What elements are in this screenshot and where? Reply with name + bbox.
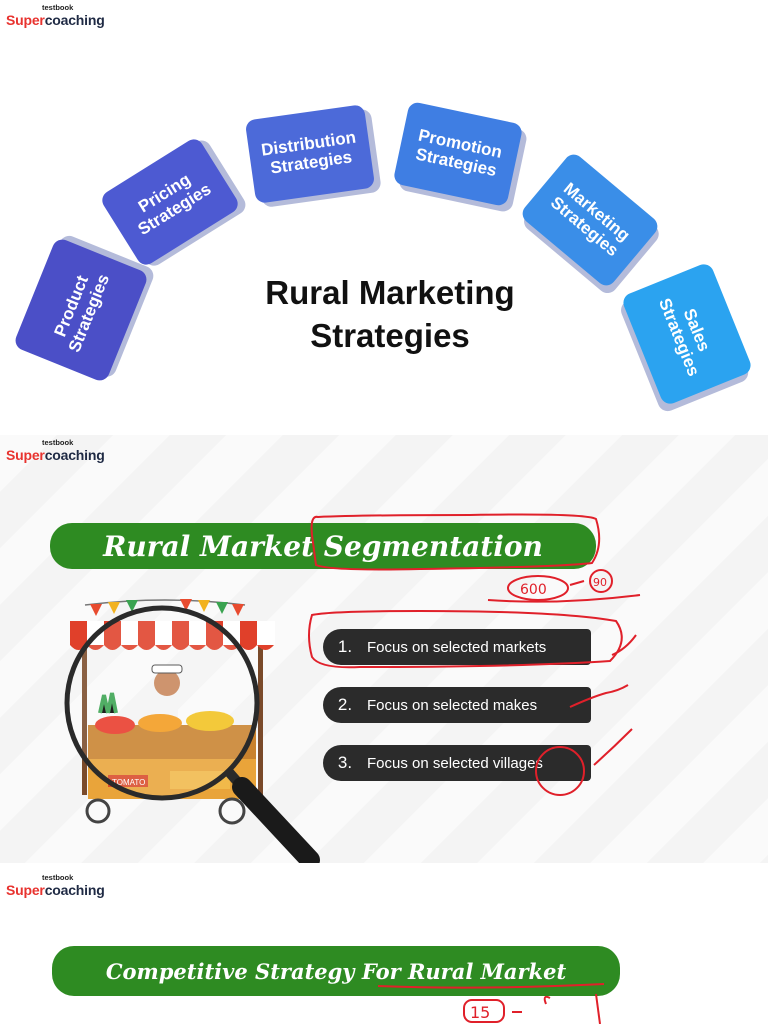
- banner-text: Rural Market Segmentation: [103, 529, 543, 563]
- handwriting-15: 15: [470, 1003, 490, 1022]
- list-number: 2.: [337, 695, 353, 714]
- slide-rural-market-segmentation: testbook Supercoaching Rural Market Segm…: [0, 435, 768, 863]
- slide-title: Rural Marketing Strategies: [200, 272, 580, 358]
- handwriting-600: 600: [520, 582, 547, 598]
- section-banner: Rural Market Segmentation: [50, 523, 596, 569]
- brand-logo: testbook Supercoaching: [6, 874, 105, 899]
- cart-sign: TOMATO: [112, 778, 145, 787]
- list-number: 3.: [337, 753, 353, 772]
- brand-logo-s: S: [6, 11, 16, 28]
- banner-text: Competitive Strategy For Rural Market: [105, 958, 567, 984]
- handwritten-annotations: 600 90: [308, 513, 641, 796]
- brand-logo-top: testbook: [42, 438, 74, 447]
- handwritten-annotations: 15: [377, 983, 605, 1024]
- brand-logo-rest: coaching: [44, 881, 105, 898]
- brand-logo-rest: coaching: [44, 446, 105, 463]
- list-text: Focus on selected markets: [367, 638, 547, 656]
- brand-logo-super: uper: [15, 446, 45, 463]
- slide-title-line-2: Strategies: [310, 316, 470, 354]
- list-item-1: 1. Focus on selected markets: [323, 629, 591, 665]
- brand-logo: testbook Supercoaching: [6, 439, 105, 464]
- list-text: Focus on selected villages: [367, 754, 543, 772]
- vendor-cart-illustration: TOMATO: [64, 599, 320, 863]
- handwriting-90: 90: [593, 576, 607, 589]
- brand-logo-super: uper: [15, 881, 45, 898]
- slide-competitive-strategy: testbook Supercoaching Competitive Strat…: [0, 870, 768, 1024]
- brand-logo-s: S: [6, 881, 16, 898]
- list-text: Focus on selected makes: [367, 696, 538, 714]
- slide-title-line-1: Rural Marketing: [265, 274, 515, 311]
- brand-logo-top: testbook: [42, 3, 74, 12]
- list-number: 1.: [337, 637, 353, 656]
- brand-logo-top: testbook: [42, 873, 74, 882]
- brand-logo-s: S: [6, 446, 16, 463]
- list-item-2: 2. Focus on selected makes: [323, 687, 591, 723]
- brand-logo-super: uper: [15, 11, 45, 28]
- brand-logo: testbook Supercoaching: [6, 4, 105, 29]
- brand-logo-rest: coaching: [44, 11, 105, 28]
